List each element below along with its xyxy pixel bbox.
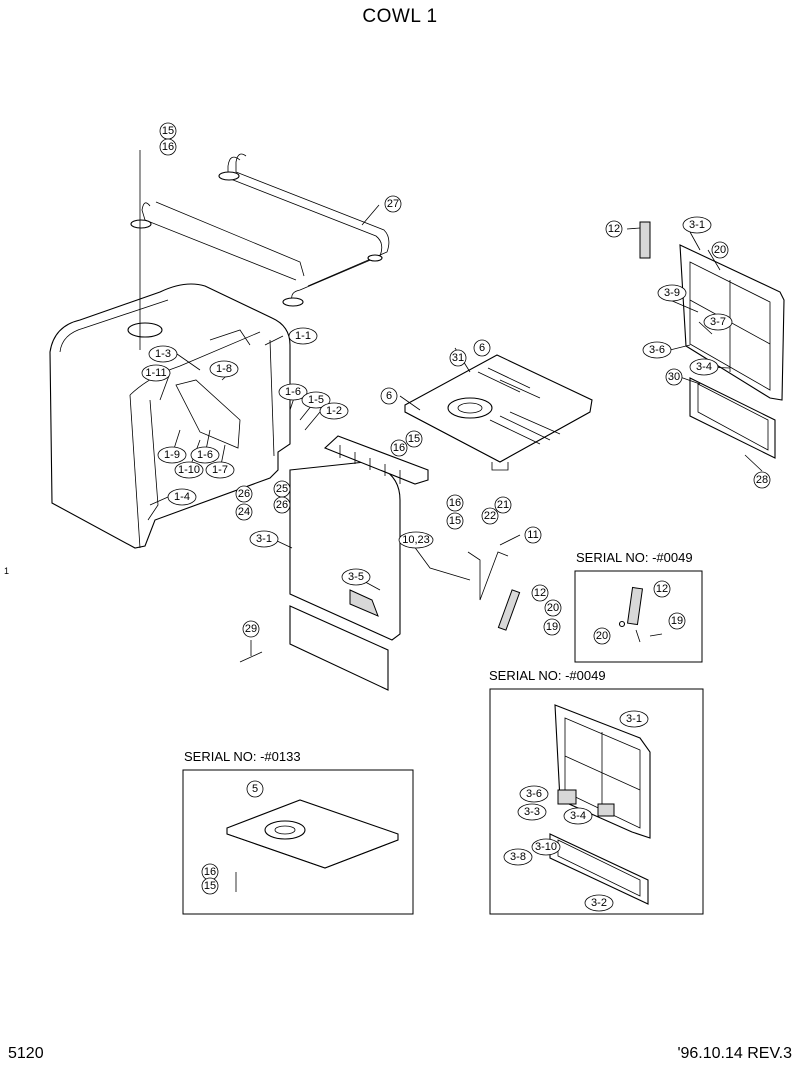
callout-3-1: 3-1 bbox=[689, 219, 705, 231]
serial-label-door: SERIAL NO: -#0049 bbox=[489, 668, 606, 683]
lower-plate bbox=[289, 605, 389, 691]
callout-19-inset: 19 bbox=[671, 615, 683, 627]
callout-26: 26 bbox=[238, 488, 250, 500]
callout-16-inset: 16 bbox=[204, 866, 216, 878]
serial-label-cover-plate: SERIAL NO: -#0133 bbox=[184, 749, 301, 764]
callout-3-8-inset: 3-8 bbox=[510, 851, 526, 863]
inset-door-detail bbox=[549, 704, 651, 905]
callout-1-9: 1-9 bbox=[164, 449, 180, 461]
callout-25: 25 bbox=[276, 483, 288, 495]
callout-1-2: 1-2 bbox=[326, 405, 342, 417]
callout-29: 29 bbox=[245, 623, 257, 635]
callout-16-stay: 16 bbox=[449, 497, 461, 509]
callout-20-inset: 20 bbox=[596, 630, 608, 642]
callout-10-23: 10,23 bbox=[402, 534, 430, 546]
callout-1-10: 1-10 bbox=[178, 464, 200, 476]
bolt-29 bbox=[239, 651, 263, 663]
callout-3-4: 3-4 bbox=[696, 361, 712, 373]
cowl-housing bbox=[49, 283, 291, 549]
callout-1-6-lower: 1-6 bbox=[197, 449, 213, 461]
inset-frame-door bbox=[489, 688, 704, 915]
callout-3-10-inset: 3-10 bbox=[535, 841, 557, 853]
callout-3-5: 3-5 bbox=[348, 571, 364, 583]
door-lower-panel bbox=[689, 377, 776, 459]
callout-1-4: 1-4 bbox=[174, 491, 190, 503]
callout-3-3-inset: 3-3 bbox=[524, 806, 540, 818]
callout-3-1-inset: 3-1 bbox=[626, 713, 642, 725]
callout-19-spring: 19 bbox=[546, 621, 558, 633]
callout-27: 27 bbox=[387, 198, 399, 210]
callout-3-4-inset: 3-4 bbox=[570, 810, 586, 822]
callout-12: 12 bbox=[608, 223, 620, 235]
callout-3-6-inset: 3-6 bbox=[526, 788, 542, 800]
page-title: COWL 1 bbox=[362, 6, 438, 27]
callout-12-spring: 12 bbox=[534, 587, 546, 599]
support-stay bbox=[467, 551, 509, 601]
callout-5-inset: 5 bbox=[252, 783, 258, 795]
callout-15: 15 bbox=[162, 125, 174, 137]
callout-1-1: 1-1 bbox=[295, 330, 311, 342]
serial-label-grab-bar: SERIAL NO: -#0049 bbox=[576, 550, 693, 565]
page-number: 5120 bbox=[8, 1045, 44, 1062]
callout-26-right: 26 bbox=[276, 499, 288, 511]
callout-3-6: 3-6 bbox=[649, 344, 665, 356]
callout-6: 6 bbox=[479, 342, 485, 354]
callout-20-spring: 20 bbox=[547, 602, 559, 614]
callout-12-inset: 12 bbox=[656, 583, 668, 595]
gas-spring-upper bbox=[639, 221, 651, 259]
callout-1-5: 1-5 bbox=[308, 394, 324, 406]
perforated-top-plate bbox=[404, 354, 593, 471]
callout-15-stay: 15 bbox=[449, 515, 461, 527]
inset-frame-cover-plate bbox=[182, 769, 414, 915]
handrail bbox=[130, 153, 390, 307]
callout-6-left: 6 bbox=[386, 390, 392, 402]
revision-date: '96.10.14 REV.3 bbox=[677, 1045, 792, 1062]
callout-15-bracket: 15 bbox=[408, 433, 420, 445]
callout-1-11: 1-11 bbox=[145, 367, 166, 379]
callout-1-8: 1-8 bbox=[216, 363, 232, 375]
margin-mark: 1 bbox=[4, 566, 10, 576]
callout-3-2-inset: 3-2 bbox=[591, 897, 607, 909]
gas-spring bbox=[497, 589, 521, 631]
inset-cover-plate-detail bbox=[226, 799, 399, 892]
callout-20: 20 bbox=[714, 244, 726, 256]
callout-1-6: 1-6 bbox=[285, 386, 301, 398]
callout-11: 11 bbox=[527, 529, 538, 541]
callout-16: 16 bbox=[162, 141, 174, 153]
callout-labels: 15 16 27 12 3-1 20 3-9 3-7 3-6 3-4 30 28… bbox=[145, 125, 768, 909]
callout-22: 22 bbox=[484, 510, 496, 522]
callout-1-3: 1-3 bbox=[155, 348, 171, 360]
inset-frame-grab-bar bbox=[574, 570, 703, 663]
callout-30: 30 bbox=[668, 371, 680, 383]
callout-3-9: 3-9 bbox=[664, 287, 680, 299]
callout-bubbles bbox=[141, 122, 771, 912]
callout-28: 28 bbox=[756, 474, 768, 486]
callout-1-7: 1-7 bbox=[212, 464, 228, 476]
callout-24: 24 bbox=[238, 506, 250, 518]
callout-31: 31 bbox=[452, 352, 464, 364]
callout-21: 21 bbox=[497, 499, 509, 511]
callout-16-bracket: 16 bbox=[393, 442, 405, 454]
inset-gas-spring-detail bbox=[618, 586, 663, 643]
front-panel bbox=[289, 435, 429, 641]
callout-3-7: 3-7 bbox=[710, 316, 726, 328]
callout-15-inset: 15 bbox=[204, 880, 216, 892]
callout-3-1-front: 3-1 bbox=[256, 533, 272, 545]
